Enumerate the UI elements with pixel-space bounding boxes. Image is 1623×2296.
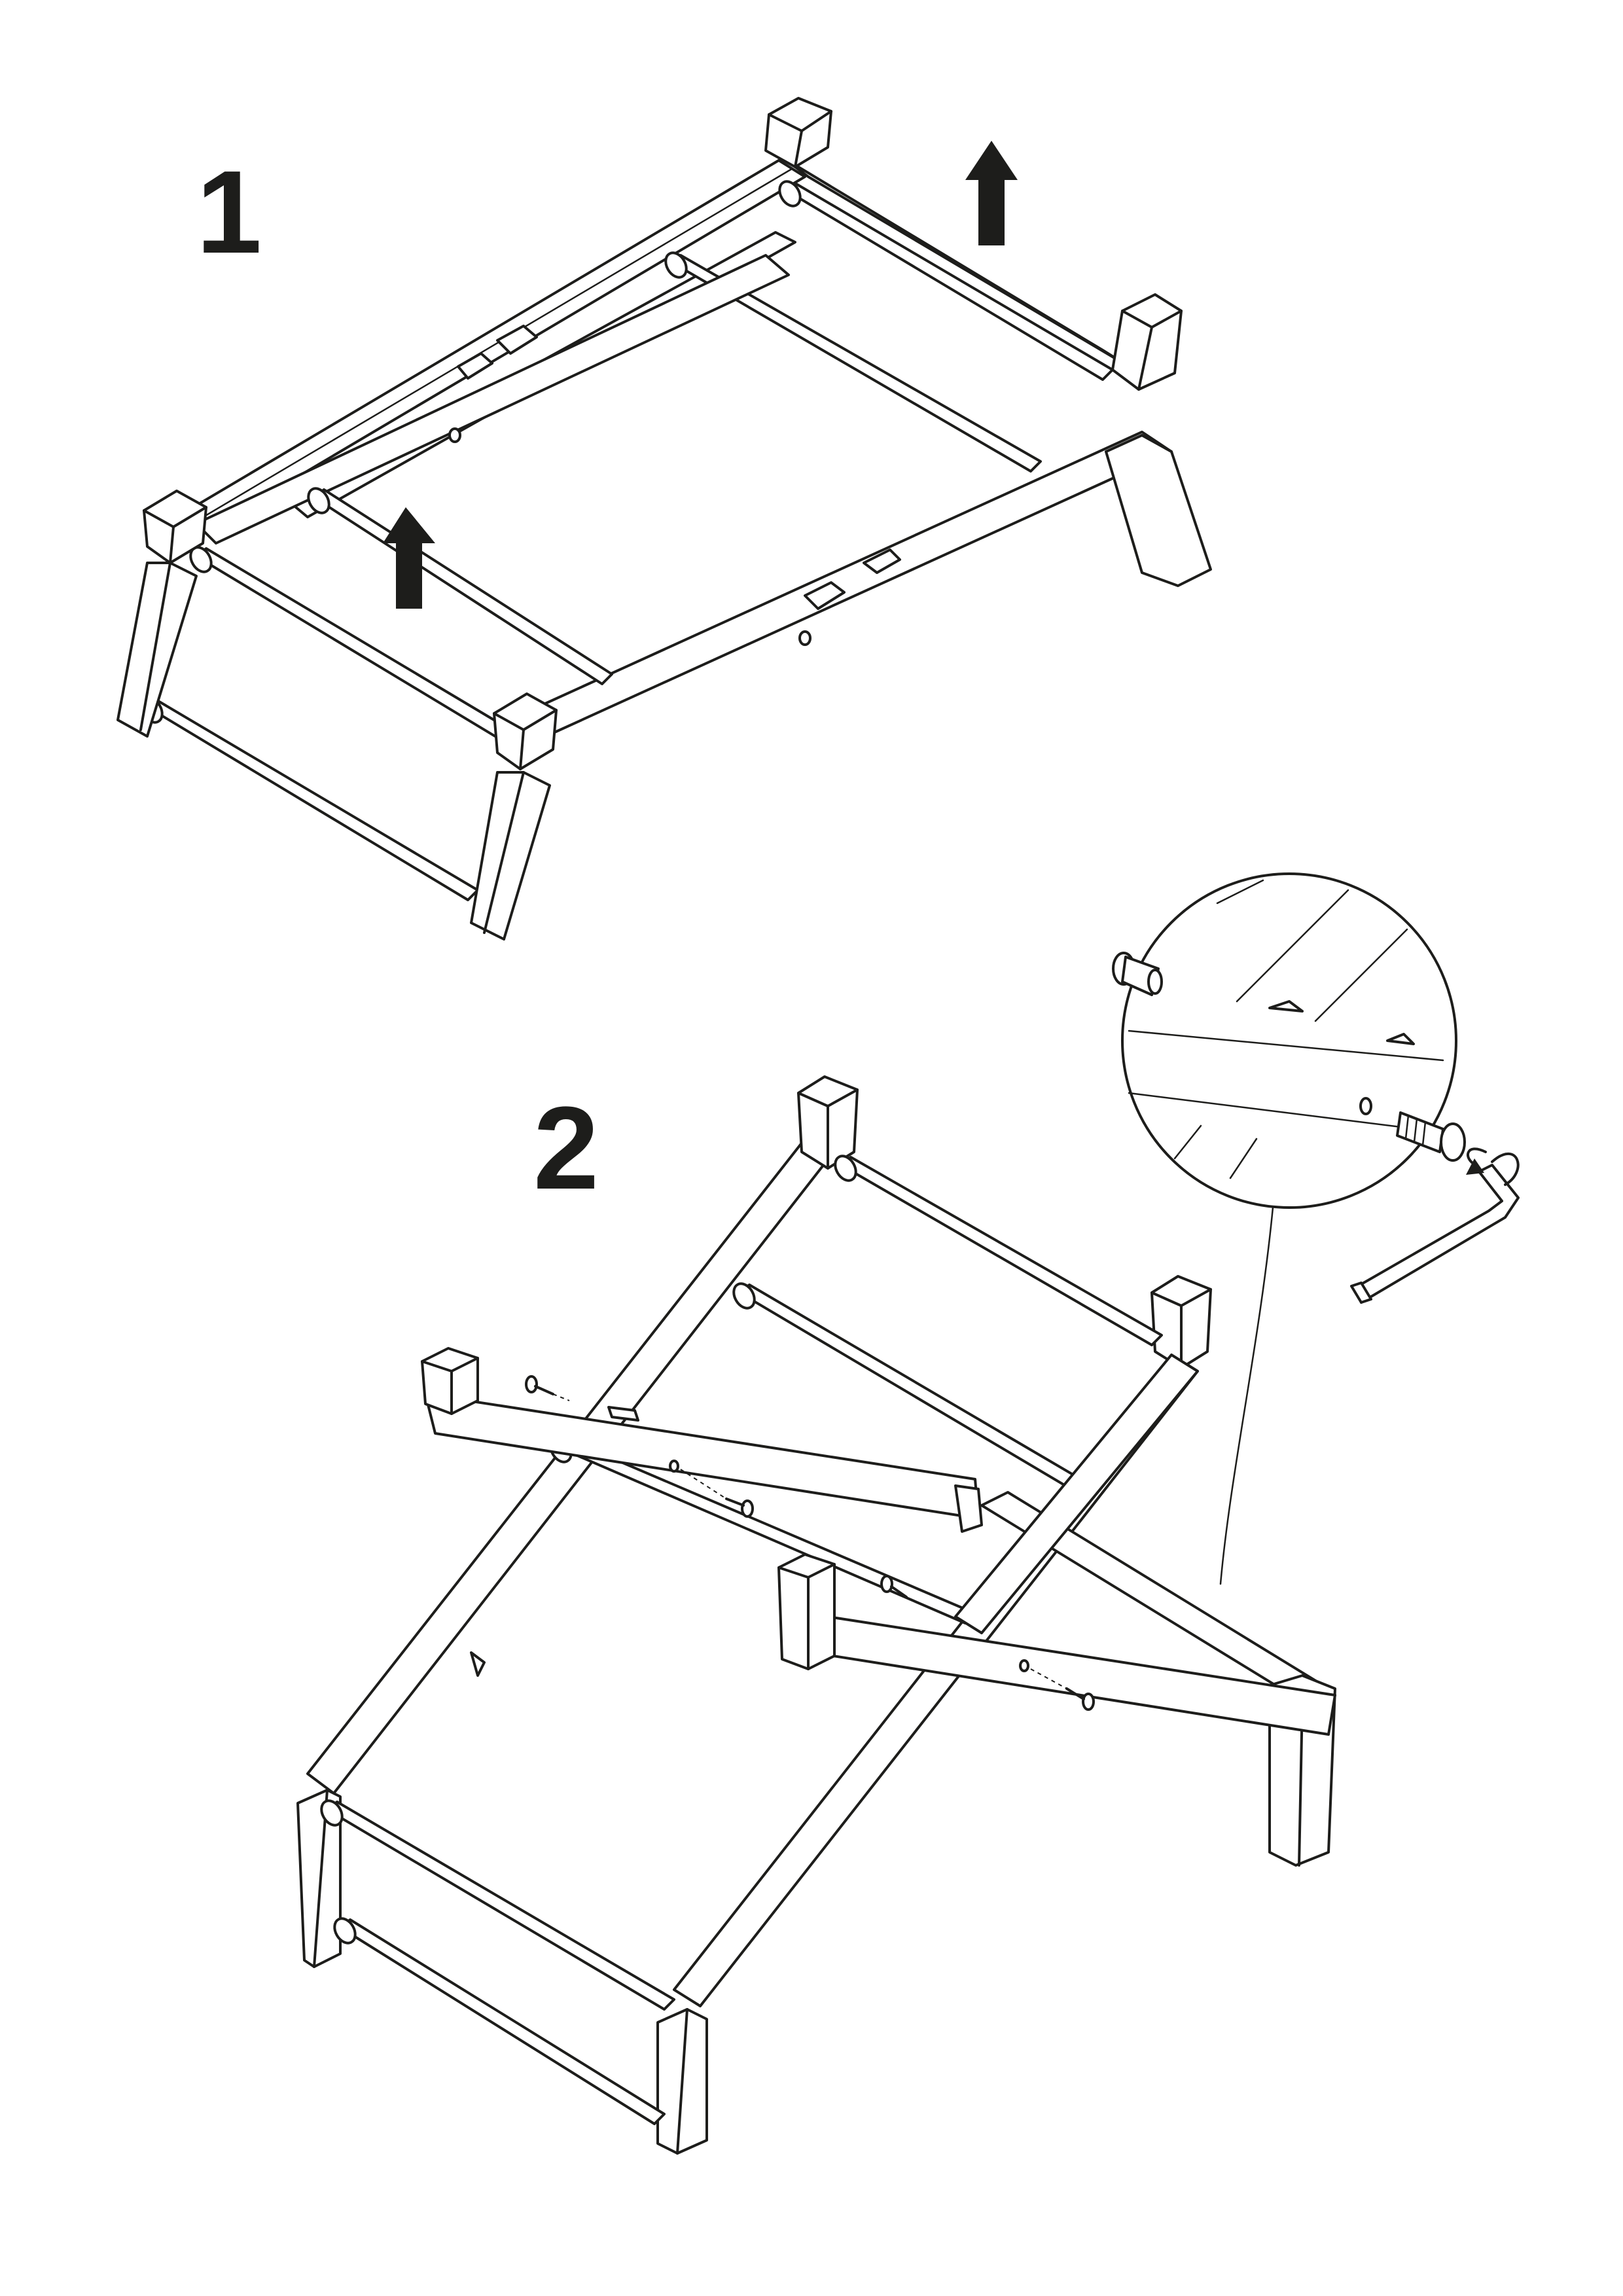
step-2-rung-bottom-1 bbox=[320, 1799, 675, 2011]
bolt-icon bbox=[1030, 1668, 1095, 1711]
step-2-number: 2 bbox=[533, 1083, 599, 1214]
step-2-rung-bottom-2 bbox=[333, 1917, 666, 2125]
step-1-long-rail-left bbox=[195, 254, 790, 545]
step-2-diagonal-front bbox=[954, 1354, 1199, 1634]
bolt-icon bbox=[1396, 1111, 1466, 1162]
step-1-rung-front bbox=[307, 487, 613, 685]
bolt-icon bbox=[680, 1469, 754, 1518]
step-1-leg-back-top bbox=[764, 97, 832, 168]
step-1-leg-top-right bbox=[1111, 293, 1183, 391]
detail-magnifier bbox=[1121, 872, 1457, 1585]
step-1-rung-bottom bbox=[140, 696, 479, 901]
step-2-post-top-back bbox=[797, 1075, 859, 1170]
step-2-post-upper-left bbox=[421, 1347, 479, 1415]
step-1-number: 1 bbox=[196, 147, 262, 278]
step-1-rung-middle bbox=[664, 251, 1042, 473]
step-1-long-rail-right bbox=[522, 431, 1173, 734]
step-1-leg-right bbox=[1105, 434, 1212, 587]
allen-key-icon bbox=[1350, 1164, 1520, 1304]
up-arrow-icon bbox=[383, 507, 435, 609]
step-1-leg-left bbox=[116, 562, 198, 738]
step-1-leg-front bbox=[470, 692, 558, 941]
bolt-icon bbox=[880, 1575, 908, 1598]
bolt-icon bbox=[1112, 952, 1163, 996]
up-arrow-icon bbox=[965, 141, 1018, 245]
step-2-cross-rail-upper bbox=[424, 1393, 983, 1533]
step-1-top-rail-back bbox=[781, 156, 1130, 368]
step-2-post-top-right bbox=[1150, 1275, 1212, 1369]
step-1-leg-top-left bbox=[143, 490, 207, 564]
step-2-post-lower-left bbox=[777, 1553, 836, 1670]
step-1-long-rail-back bbox=[175, 159, 806, 538]
step-2-post-bottom-right bbox=[656, 2008, 708, 2155]
step-1-illustration bbox=[116, 97, 1212, 941]
step-2-illustration bbox=[296, 872, 1520, 2155]
bolt-icon bbox=[525, 1375, 570, 1401]
rotate-clockwise-icon bbox=[1466, 1147, 1520, 1186]
step-2-rung-top bbox=[834, 1155, 1163, 1346]
step-1-rung-left bbox=[189, 546, 512, 741]
